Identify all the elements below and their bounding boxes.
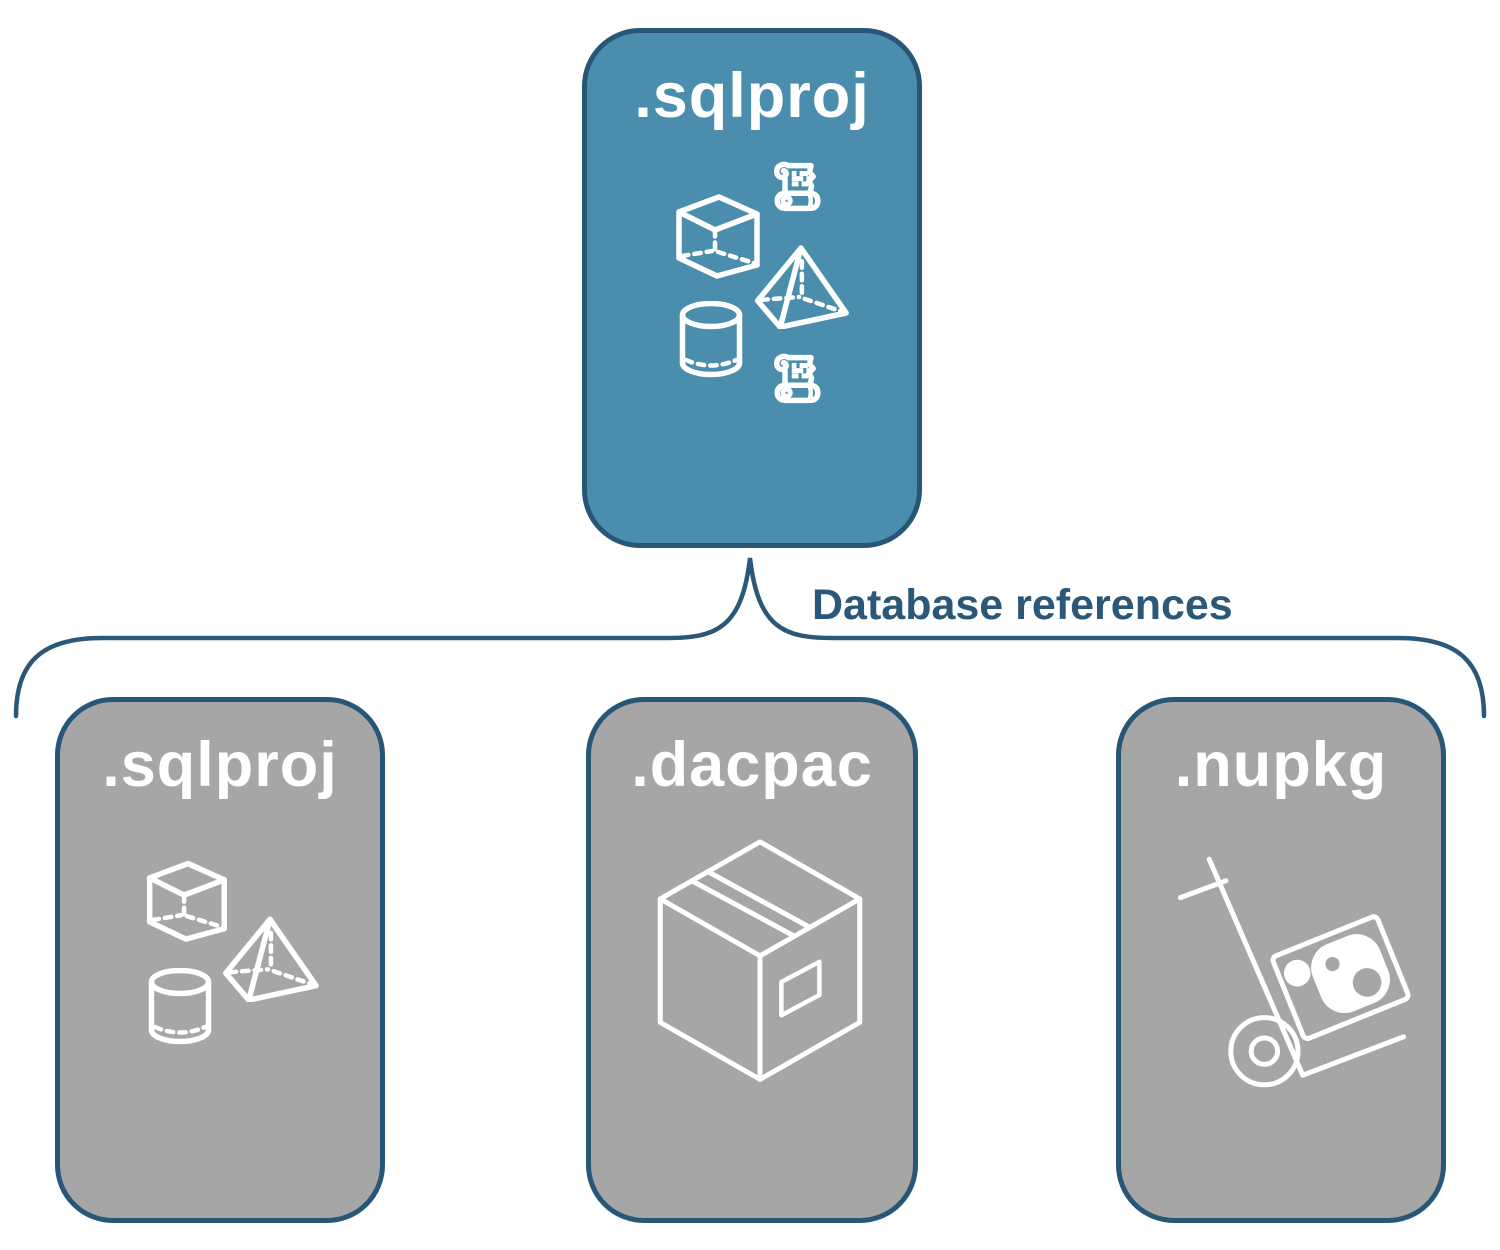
parent-card-title: .sqlproj xyxy=(634,61,870,131)
card-child-dacpac: .dacpac xyxy=(586,697,918,1223)
card-parent-sqlproj: .sqlproj xyxy=(582,28,922,548)
package-box-icon xyxy=(641,830,879,1096)
card-child-sqlproj: .sqlproj xyxy=(55,697,385,1223)
cube-icon xyxy=(671,187,763,279)
script-scroll-icon xyxy=(771,161,823,213)
cylinder-icon xyxy=(148,968,212,1046)
child-card-title: .nupkg xyxy=(1174,730,1388,800)
child-card-title: .sqlproj xyxy=(102,730,338,800)
pyramid-icon xyxy=(750,233,850,329)
child-card-title: .dacpac xyxy=(631,730,873,800)
connector-label: Database references xyxy=(812,581,1233,629)
card-child-nupkg: .nupkg xyxy=(1116,697,1446,1223)
cube-icon xyxy=(142,854,230,942)
pyramid-icon xyxy=(218,904,320,1002)
cylinder-icon xyxy=(679,301,743,379)
hand-truck-package-icon xyxy=(1173,852,1423,1092)
script-scroll-icon xyxy=(771,353,823,405)
